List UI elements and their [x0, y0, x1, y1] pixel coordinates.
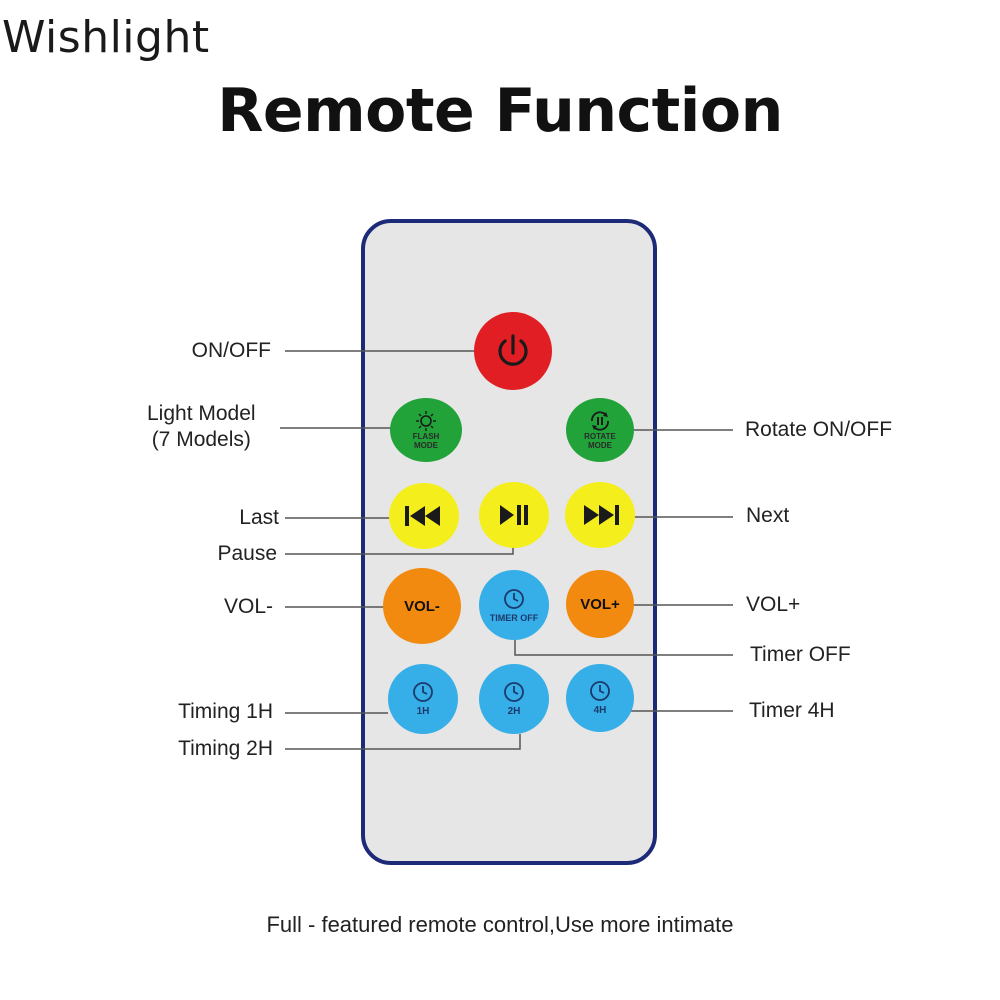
- rotate-mode-label-1: ROTATE: [584, 432, 616, 441]
- clock-icon: [590, 681, 610, 701]
- page-title: Remote Function: [217, 76, 783, 146]
- rotate-mode-button[interactable]: ROTATE MODE: [566, 398, 634, 462]
- play-pause-button[interactable]: [479, 482, 549, 548]
- play-pause-icon: [500, 505, 528, 525]
- label-timer-4h: Timer 4H: [749, 699, 835, 722]
- timer-off-label: TIMER OFF: [489, 612, 539, 623]
- flash-mode-label-1: FLASH: [412, 432, 440, 441]
- label-light-model-line-2: (7 Models): [151, 428, 251, 451]
- timer-1h-button[interactable]: 1H: [388, 664, 458, 734]
- caption: Full - featured remote control,Use more …: [266, 912, 734, 937]
- clock-icon: [504, 682, 524, 702]
- timer-1h-label: 1H: [416, 706, 430, 717]
- volume-up-button[interactable]: VOL+: [566, 570, 634, 638]
- label-on-off: ON/OFF: [191, 339, 271, 362]
- flash-mode-label-2: MODE: [414, 441, 438, 450]
- flash-mode-button[interactable]: FLASH MODE: [390, 398, 462, 462]
- volume-down-label: VOL-: [404, 597, 440, 615]
- timer-off-button[interactable]: TIMER OFF: [479, 570, 549, 640]
- timer-4h-button[interactable]: 4H: [566, 664, 634, 732]
- rotate-mode-label-2: MODE: [588, 441, 612, 450]
- clock-icon: [504, 588, 524, 609]
- label-vol-up: VOL+: [746, 593, 801, 616]
- label-timing-1h: Timing 1H: [178, 700, 273, 723]
- timer-2h-button[interactable]: 2H: [479, 664, 549, 734]
- timer-2h-label: 2H: [507, 706, 521, 717]
- label-last: Last: [239, 506, 279, 529]
- label-light-model: Light Model (7 Models): [147, 401, 256, 453]
- label-timer-off: Timer OFF: [750, 643, 851, 666]
- previous-track-icon: [405, 506, 440, 526]
- power-button[interactable]: [474, 312, 552, 390]
- brand-logo-text: Wishlight: [2, 12, 210, 63]
- rotate-pause-icon: [591, 411, 609, 431]
- next-track-icon: [584, 505, 619, 525]
- label-timing-2h: Timing 2H: [178, 737, 273, 760]
- sun-icon: [416, 411, 436, 431]
- volume-down-button[interactable]: VOL-: [383, 568, 461, 644]
- label-next: Next: [746, 504, 790, 527]
- volume-up-label: VOL+: [580, 595, 620, 613]
- next-button[interactable]: [565, 482, 635, 548]
- label-light-model-line-1: Light Model: [147, 402, 256, 425]
- label-rotate: Rotate ON/OFF: [745, 418, 893, 441]
- clock-icon: [413, 682, 433, 702]
- timer-4h-label: 4H: [593, 705, 607, 716]
- label-vol-down: VOL-: [223, 595, 273, 618]
- label-pause: Pause: [217, 542, 277, 565]
- power-icon: [498, 334, 528, 366]
- previous-button[interactable]: [389, 483, 459, 549]
